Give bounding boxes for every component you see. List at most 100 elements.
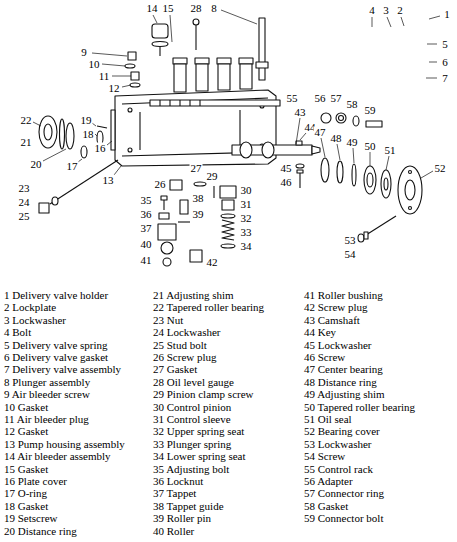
tappet-parts [159,213,169,219]
tappet-parts [222,220,234,240]
oil-level-gauge [195,25,196,50]
tappet-parts [213,186,214,198]
callout-number: 8 [210,3,218,14]
bearing-cover [405,180,415,200]
parts-list-entry: 38 Tappet guide [153,501,224,512]
callout-number: 42 [206,257,219,268]
callout-number: 17 [66,161,79,172]
parts-list-entry: 14 Air bleeder assembly [4,451,111,462]
left-bearing-parts [97,126,107,128]
center-bearing-parts [384,178,388,190]
callout-number: 53 [344,235,357,246]
center-bearing-parts [337,161,343,183]
leader-lines [33,10,440,178]
parts-list-entry: 44 Key [304,327,336,338]
plate-cover [111,110,115,150]
parts-list-entry: 21 Adjusting shim [153,290,234,301]
parts-list-entry: 55 Control rack [304,464,373,475]
callout-number: 11 [98,71,111,82]
left-bearing-parts [66,123,74,149]
callout-number: 13 [102,175,115,186]
tappet-parts [178,221,190,222]
tappet-parts [222,200,234,210]
callout-number: 25 [18,211,31,222]
callout-number: 3 [382,5,390,16]
parts-list-entry: 10 Gasket [4,402,48,413]
parts-list-entry: 26 Screw plug [153,352,217,363]
callout-number: 58 [346,99,359,110]
parts-list-entry: 17 O-ring [4,488,47,499]
tappet-parts [161,196,167,200]
left-bearing-parts [81,146,87,158]
parts-list-entry: 41 Roller bushing [304,290,383,301]
parts-list-entry: 37 Tappet [153,488,196,499]
parts-list-entry: 28 Oil level gauge [153,377,234,388]
oil-level-gauge [193,19,199,25]
callout-number: 28 [190,3,203,14]
callout-number: 55 [286,93,299,104]
rack-connector-parts [339,116,344,121]
parts-list-entry: 48 Distance ring [304,377,377,388]
tappet-parts [161,242,173,254]
camshaft [262,142,274,158]
delivery-valve-holders [173,58,187,64]
tappet-parts [220,186,236,198]
callout-number: 51 [384,145,397,156]
callout-number: 20 [30,159,43,170]
callout-number: 47 [314,127,327,138]
bearing-cover [398,166,422,214]
callout-number: 4 [368,5,376,16]
callout-number: 34 [240,241,253,252]
callout-number: 59 [364,105,377,116]
stud-bolt [52,197,58,205]
callout-number: 33 [240,227,253,238]
delivery-valve-holders [173,58,253,92]
cover-screw [366,216,396,235]
parts-list-entry: 31 Control sleeve [153,414,231,425]
parts-list-entry: 49 Adjusting shim [304,389,385,400]
callout-number: 30 [240,185,253,196]
air-bleeder-assembly [159,47,160,56]
lockwasher-screw [296,164,304,188]
lockwasher-screw [299,172,300,188]
callout-number: 26 [154,179,167,190]
callout-number: 16 [94,143,107,154]
delivery-valve-holders [240,64,252,89]
callout-number: 14 [146,3,159,14]
bearing-cover [398,166,422,214]
control-rack [150,100,280,106]
callout-number: 32 [240,213,253,224]
air-bleeder-parts [131,72,139,80]
callout-number: 21 [20,137,33,148]
parts-list-entry: 47 Center bearing [304,364,383,375]
lockwasher-screw [296,164,304,168]
camshaft [296,141,302,145]
left-bearing-parts [44,124,52,140]
plate-cover [111,110,115,150]
callout-number: 38 [192,193,205,204]
parts-list-entry: 11 Air bleeder plug [4,414,89,425]
tappet-parts [194,182,206,186]
parts-list-entry: 59 Connector bolt [304,513,383,524]
lockwasher-screw [297,170,303,173]
rack-connector-parts [321,113,331,123]
cover-screw [358,216,396,242]
parts-list-entry: 53 Lockwasher [304,439,372,450]
tappet-parts [158,180,236,266]
parts-list-entry: 19 Setscrew [4,513,57,524]
parts-list-entry: 33 Plunger spring [153,439,231,450]
parts-list-entry: 7 Delivery valve assembly [4,364,121,375]
camshaft [240,142,252,158]
control-rack [160,100,200,106]
parts-list-entry: 23 Nut [153,315,183,326]
parts-list-entry: 42 Screw plug [304,302,368,313]
parts-list-entry: 30 Control pinion [153,402,231,413]
pump-illustration [33,10,440,266]
parts-list-entry: 56 Adapter [304,476,353,487]
camshaft [232,141,320,158]
center-bearing-parts [352,164,356,186]
pump-housing [128,148,132,152]
callout-number: 43 [294,107,307,118]
pump-housing [128,108,132,112]
parts-list-entry: 52 Bearing cover [304,426,380,437]
